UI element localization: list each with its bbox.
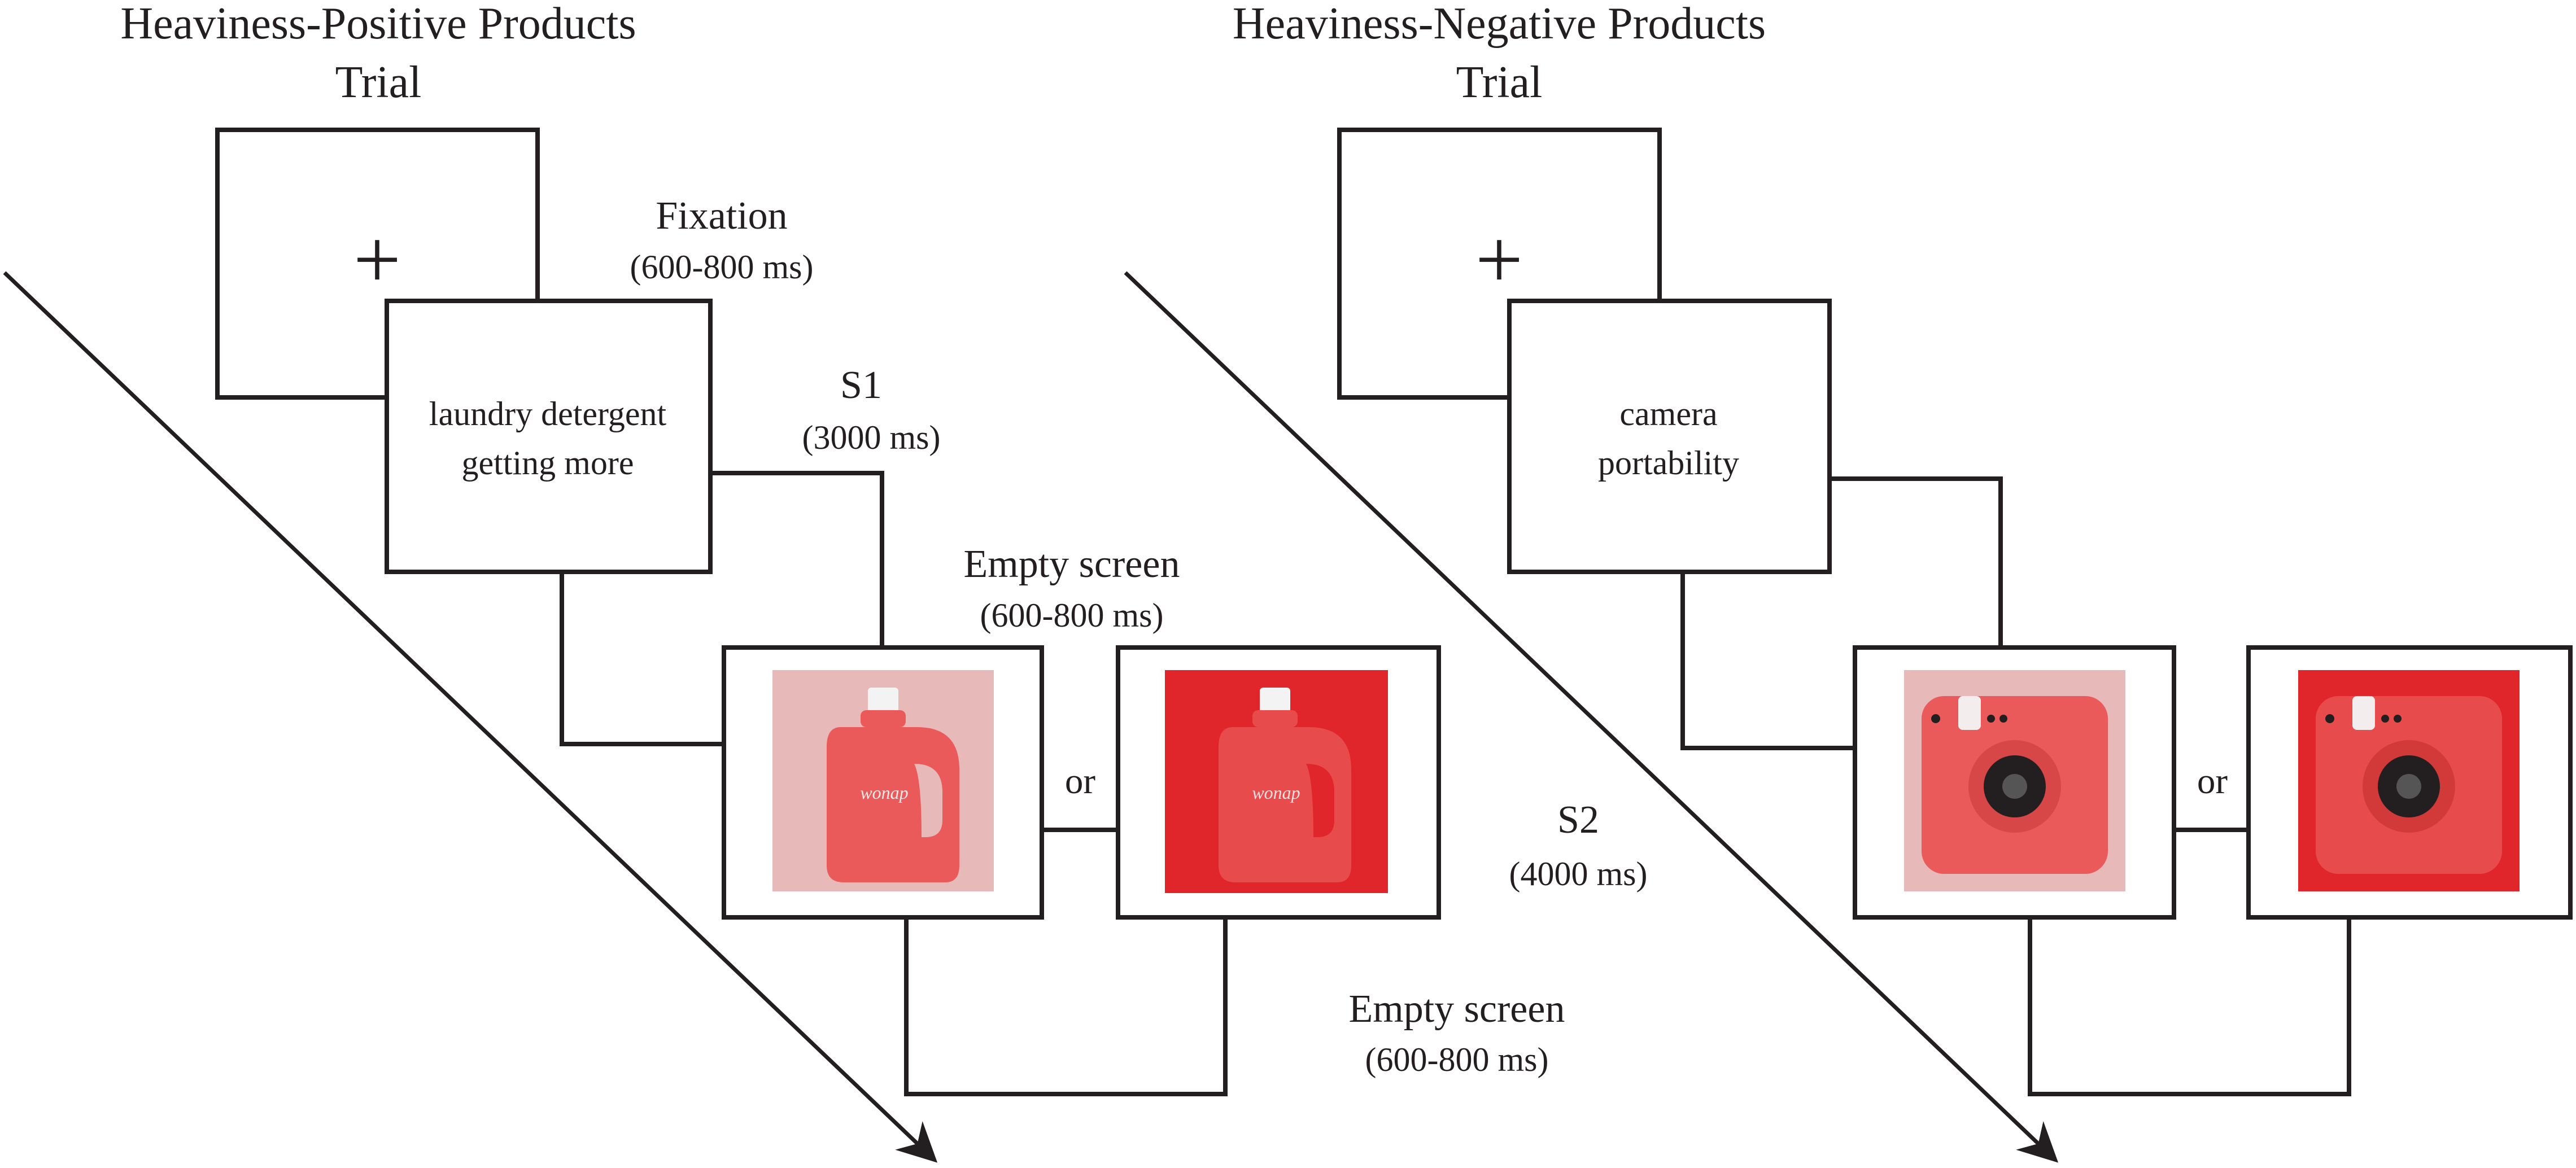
or-label: or xyxy=(1065,761,1096,802)
s1-duration: (3000 ms) xyxy=(802,419,941,456)
panel-positive: Heaviness-Positive Products Trial + Fixa… xyxy=(3,0,1565,1163)
detergent-bottle-image: wonap xyxy=(827,688,959,882)
panel-title: Heaviness-Negative Products xyxy=(1233,0,1766,49)
fixation-label: Fixation xyxy=(656,194,787,238)
product-brand: wonap xyxy=(1252,782,1300,803)
s1-text-line2: getting more xyxy=(462,444,634,482)
panel-subtitle: Trial xyxy=(335,58,422,107)
detergent-bottle-image: wonap xyxy=(1219,688,1351,882)
timeline-arrow xyxy=(1124,271,2059,1163)
product-brand: wonap xyxy=(860,782,908,803)
empty2-duration: (600-800 ms) xyxy=(1365,1041,1549,1078)
fixation-cross: + xyxy=(353,213,401,307)
empty-screen-2 xyxy=(904,917,1228,1096)
panel-subtitle: Trial xyxy=(1456,58,1543,107)
fixation-cross: + xyxy=(1475,213,1523,307)
s1-screen xyxy=(385,299,713,574)
instant-camera-image xyxy=(2316,696,2502,874)
panel-negative: Heaviness-Negative Products Trial + came… xyxy=(1124,0,2573,1163)
empty-screen-1 xyxy=(1830,476,2003,648)
s1-label: S1 xyxy=(840,364,882,407)
s1-screen xyxy=(1507,299,1832,574)
instant-camera-image xyxy=(1922,696,2108,874)
empty2-label: Empty screen xyxy=(1349,987,1565,1031)
empty-screen-1 xyxy=(710,471,884,648)
or-label: or xyxy=(2197,761,2228,802)
empty1-duration: (600-800 ms) xyxy=(980,597,1164,634)
s1-text-line1: camera xyxy=(1619,395,1717,432)
fixation-duration: (600-800 ms) xyxy=(630,248,814,286)
s2-duration: (4000 ms) xyxy=(1509,855,1648,893)
empty-screen-2 xyxy=(2028,917,2351,1096)
s1-text-line2: portability xyxy=(1598,444,1739,482)
empty-screen-1-left-edge xyxy=(560,572,724,746)
panel-title: Heaviness-Positive Products xyxy=(120,0,636,49)
timeline-arrow xyxy=(3,271,938,1163)
s2-label: S2 xyxy=(1557,798,1599,842)
empty1-label: Empty screen xyxy=(964,543,1180,586)
empty-screen-1-left-edge xyxy=(1680,572,1855,750)
s1-text-line1: laundry detergent xyxy=(429,395,667,432)
